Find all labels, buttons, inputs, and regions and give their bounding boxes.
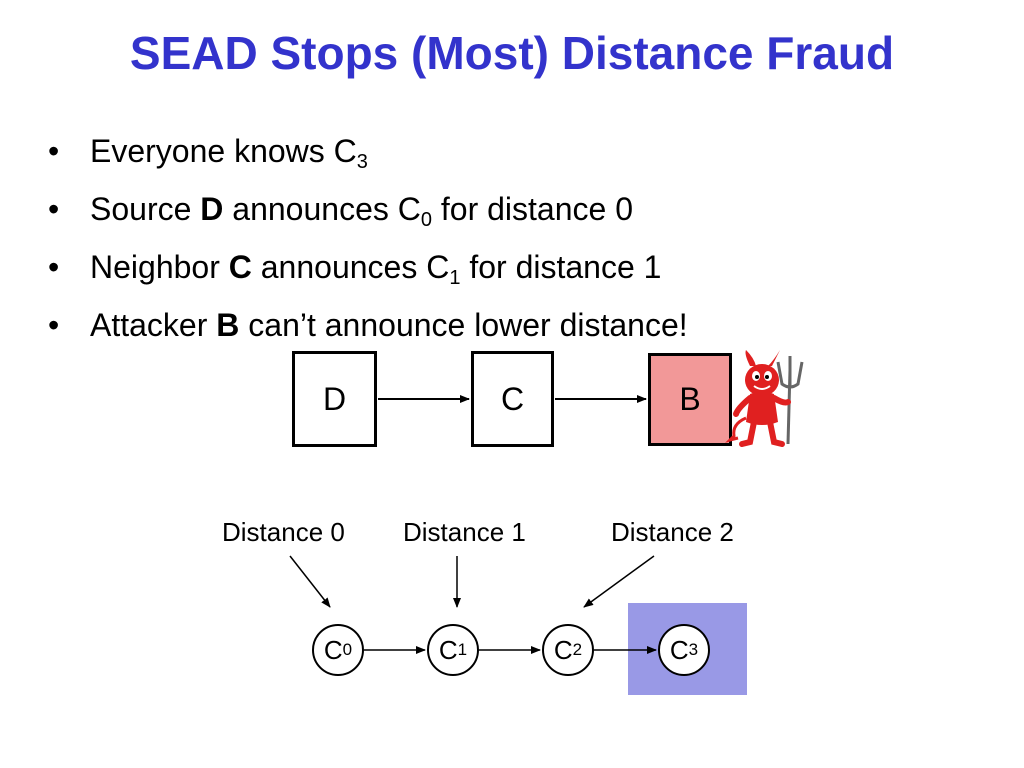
distance-1-label: Distance 1 — [403, 517, 526, 547]
node-c-box: C — [471, 351, 554, 447]
bullet-list: •Everyone knows C3 •Source D announces C… — [48, 122, 688, 354]
arrow-distance0-to-c0 — [289, 555, 331, 608]
distance-0-label: Distance 0 — [222, 517, 345, 547]
node-d-box: D — [292, 351, 377, 447]
arrow-distance2-to-c2 — [583, 555, 655, 608]
devil-icon — [725, 350, 804, 447]
bullet-item: •Neighbor C announces C1 for distance 1 — [48, 249, 662, 289]
node-b-attacker-box: B — [648, 353, 732, 446]
bullet-item: •Source D announces C0 for distance 0 — [48, 191, 633, 231]
bullet-item: •Attacker B can’t announce lower distanc… — [48, 307, 688, 343]
bullet-item: •Everyone knows C3 — [48, 133, 368, 173]
distance-2-label: Distance 2 — [611, 517, 734, 547]
slide-title: SEAD Stops (Most) Distance Fraud — [129, 27, 895, 79]
